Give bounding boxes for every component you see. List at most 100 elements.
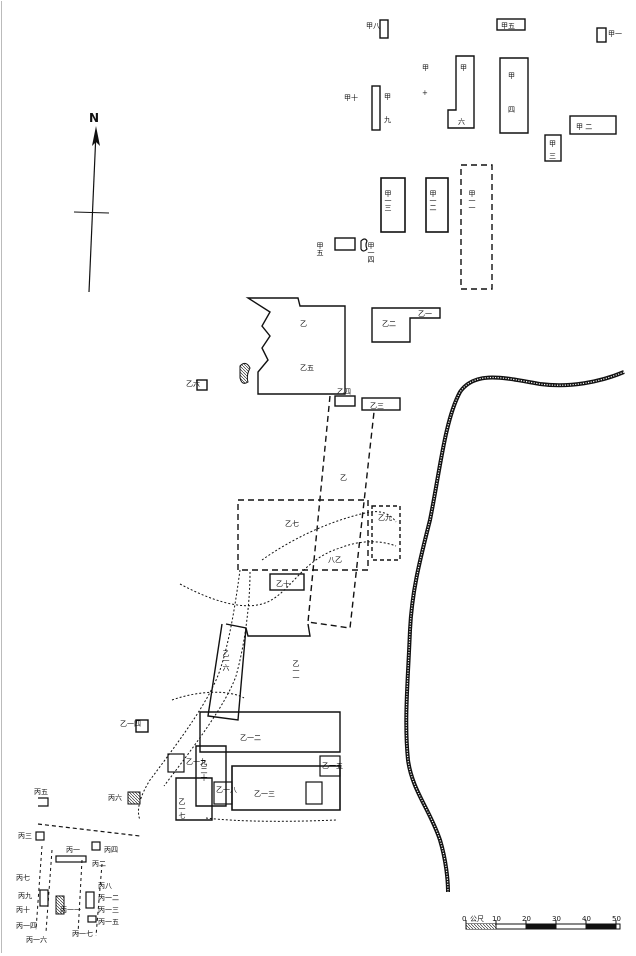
north-label: N (89, 111, 99, 125)
label-jia3-a: 甲 (549, 140, 556, 148)
riverbank-line (404, 370, 625, 893)
building-yi20 (195, 745, 227, 807)
building-yi3 (361, 397, 401, 411)
label-jia13: 甲一三 (384, 190, 392, 211)
building-bing10 (55, 895, 65, 915)
label-yi1: 乙一 (418, 310, 432, 318)
label-bing6: 丙六 (108, 793, 122, 802)
road-trace-3 (163, 571, 251, 787)
label-jia4-a: 甲 (508, 72, 515, 80)
road-trace-4 (261, 511, 397, 561)
jia-group: 甲八 甲五 甲一 甲 + 甲 六 甲 四 甲十 甲 九 甲 二 甲 三 甲一三 … (316, 18, 622, 290)
label-jia11: 甲一一 (468, 190, 476, 211)
label-yi8: 八乙 (328, 556, 342, 564)
building-bing2 (55, 855, 87, 863)
building-jia8 (379, 19, 389, 39)
label-jia9-b: 九 (384, 115, 391, 124)
building-yi7 (237, 499, 369, 571)
label-jia15: 甲五 (316, 242, 324, 256)
building-yi6 (196, 379, 208, 391)
label-jia6-a: 甲 (460, 64, 467, 72)
label-yi2: 乙二 (382, 320, 396, 328)
scale-tick-50: 50 (612, 915, 621, 923)
label-bing17: 丙一七 (72, 929, 93, 938)
building-jia2 (569, 115, 617, 135)
label-yi17: 乙一七 (178, 798, 186, 819)
label-bing1: 丙一 (66, 846, 80, 854)
building-yi17 (175, 777, 213, 821)
building-yi5 (245, 297, 346, 395)
scale-unit: 公尺 (470, 915, 484, 923)
label-yi7: 乙七 (285, 519, 299, 528)
building-yi13 (231, 765, 341, 811)
label-jia3-b: 三 (549, 152, 556, 160)
building-jia13 (380, 177, 406, 233)
building-yi9 (371, 505, 401, 561)
bing-group: 丙五 丙六 丙三 丙一 丙四 丙二 丙七 丙八 丙九 丙十 丙一二 丙一三 丙一… (16, 788, 141, 944)
label-jia10: 甲十 (344, 93, 358, 102)
building-yi16 (207, 623, 247, 721)
label-yi11: 乙一一 (292, 660, 300, 681)
label-yi3: 乙三 (370, 402, 384, 410)
road-trace-2 (137, 569, 241, 821)
label-jia5-top: 甲五 (501, 22, 515, 30)
label-jia12: 甲一二 (429, 190, 437, 211)
label-bing8: 丙八 (98, 882, 112, 890)
building-bing4 (91, 841, 101, 851)
label-yi9: 乙九 (378, 513, 392, 522)
building-yi12 (199, 711, 341, 753)
road-trace-5 (171, 691, 245, 701)
building-jia6 (447, 55, 475, 129)
building-yi19 (167, 753, 185, 773)
road-trace-1 (179, 541, 397, 607)
label-yi5: 乙五 (300, 364, 314, 372)
building-bing9 (39, 889, 49, 907)
label-yi4: 乙四 (337, 388, 351, 396)
scale-tick-40: 40 (582, 915, 591, 923)
north-arrow-icon: N (73, 111, 110, 293)
label-bing11: 丙一一 (60, 906, 81, 914)
walls-bing (35, 845, 103, 937)
building-yi10 (269, 573, 305, 591)
label-bing16: 丙一六 (26, 935, 47, 944)
building-bing3 (35, 831, 45, 841)
label-jia1-top: 甲一 (608, 30, 622, 38)
label-yi19: 乙一九 (186, 757, 207, 766)
label-yi-vert: 乙 (300, 320, 307, 328)
scale-bar: 公尺 0 10 20 30 40 50 (462, 915, 621, 930)
label-jia2: 甲 二 (576, 123, 592, 131)
scale-tick-0: 0 (462, 915, 466, 923)
label-yi13: 乙一三 (254, 790, 275, 798)
label-bing3: 丙三 (18, 832, 32, 840)
wall-yi11 (225, 623, 311, 637)
label-yi12: 乙一二 (240, 734, 261, 742)
label-bing10: 丙十 (16, 905, 30, 914)
marker-jia14 (360, 238, 368, 252)
label-yi14: 乙一四 (120, 720, 141, 728)
label-bing12: 丙一二 (98, 894, 119, 902)
label-yi18: 乙一八 (216, 786, 237, 794)
building-yi18 (213, 781, 233, 805)
label-bing2: 丙二 (92, 860, 106, 868)
label-jia: 甲 (422, 64, 429, 72)
label-yi20: 乙二十 (200, 760, 208, 782)
scale-tick-30: 30 (552, 915, 561, 923)
building-jia15 (334, 237, 356, 251)
building-jia1-top (596, 27, 607, 43)
label-bing7: 丙七 (16, 873, 30, 882)
label-yi10: 乙十 (276, 579, 290, 588)
scale-tick-20: 20 (522, 915, 531, 923)
building-yi-long (307, 395, 375, 629)
label-jia14: 甲一四 (367, 242, 375, 264)
building-jia11 (460, 164, 493, 290)
label-jia6-b: 六 (458, 117, 465, 126)
scale-tick-10: 10 (492, 915, 501, 923)
building-jia4 (499, 57, 529, 134)
marker-yi-well (239, 362, 251, 384)
label-yi6: 乙六 (186, 379, 200, 388)
label-bing14: 丙一四 (16, 922, 37, 930)
label-bing5: 丙五 (34, 788, 48, 796)
label-bing9: 丙九 (18, 891, 32, 900)
